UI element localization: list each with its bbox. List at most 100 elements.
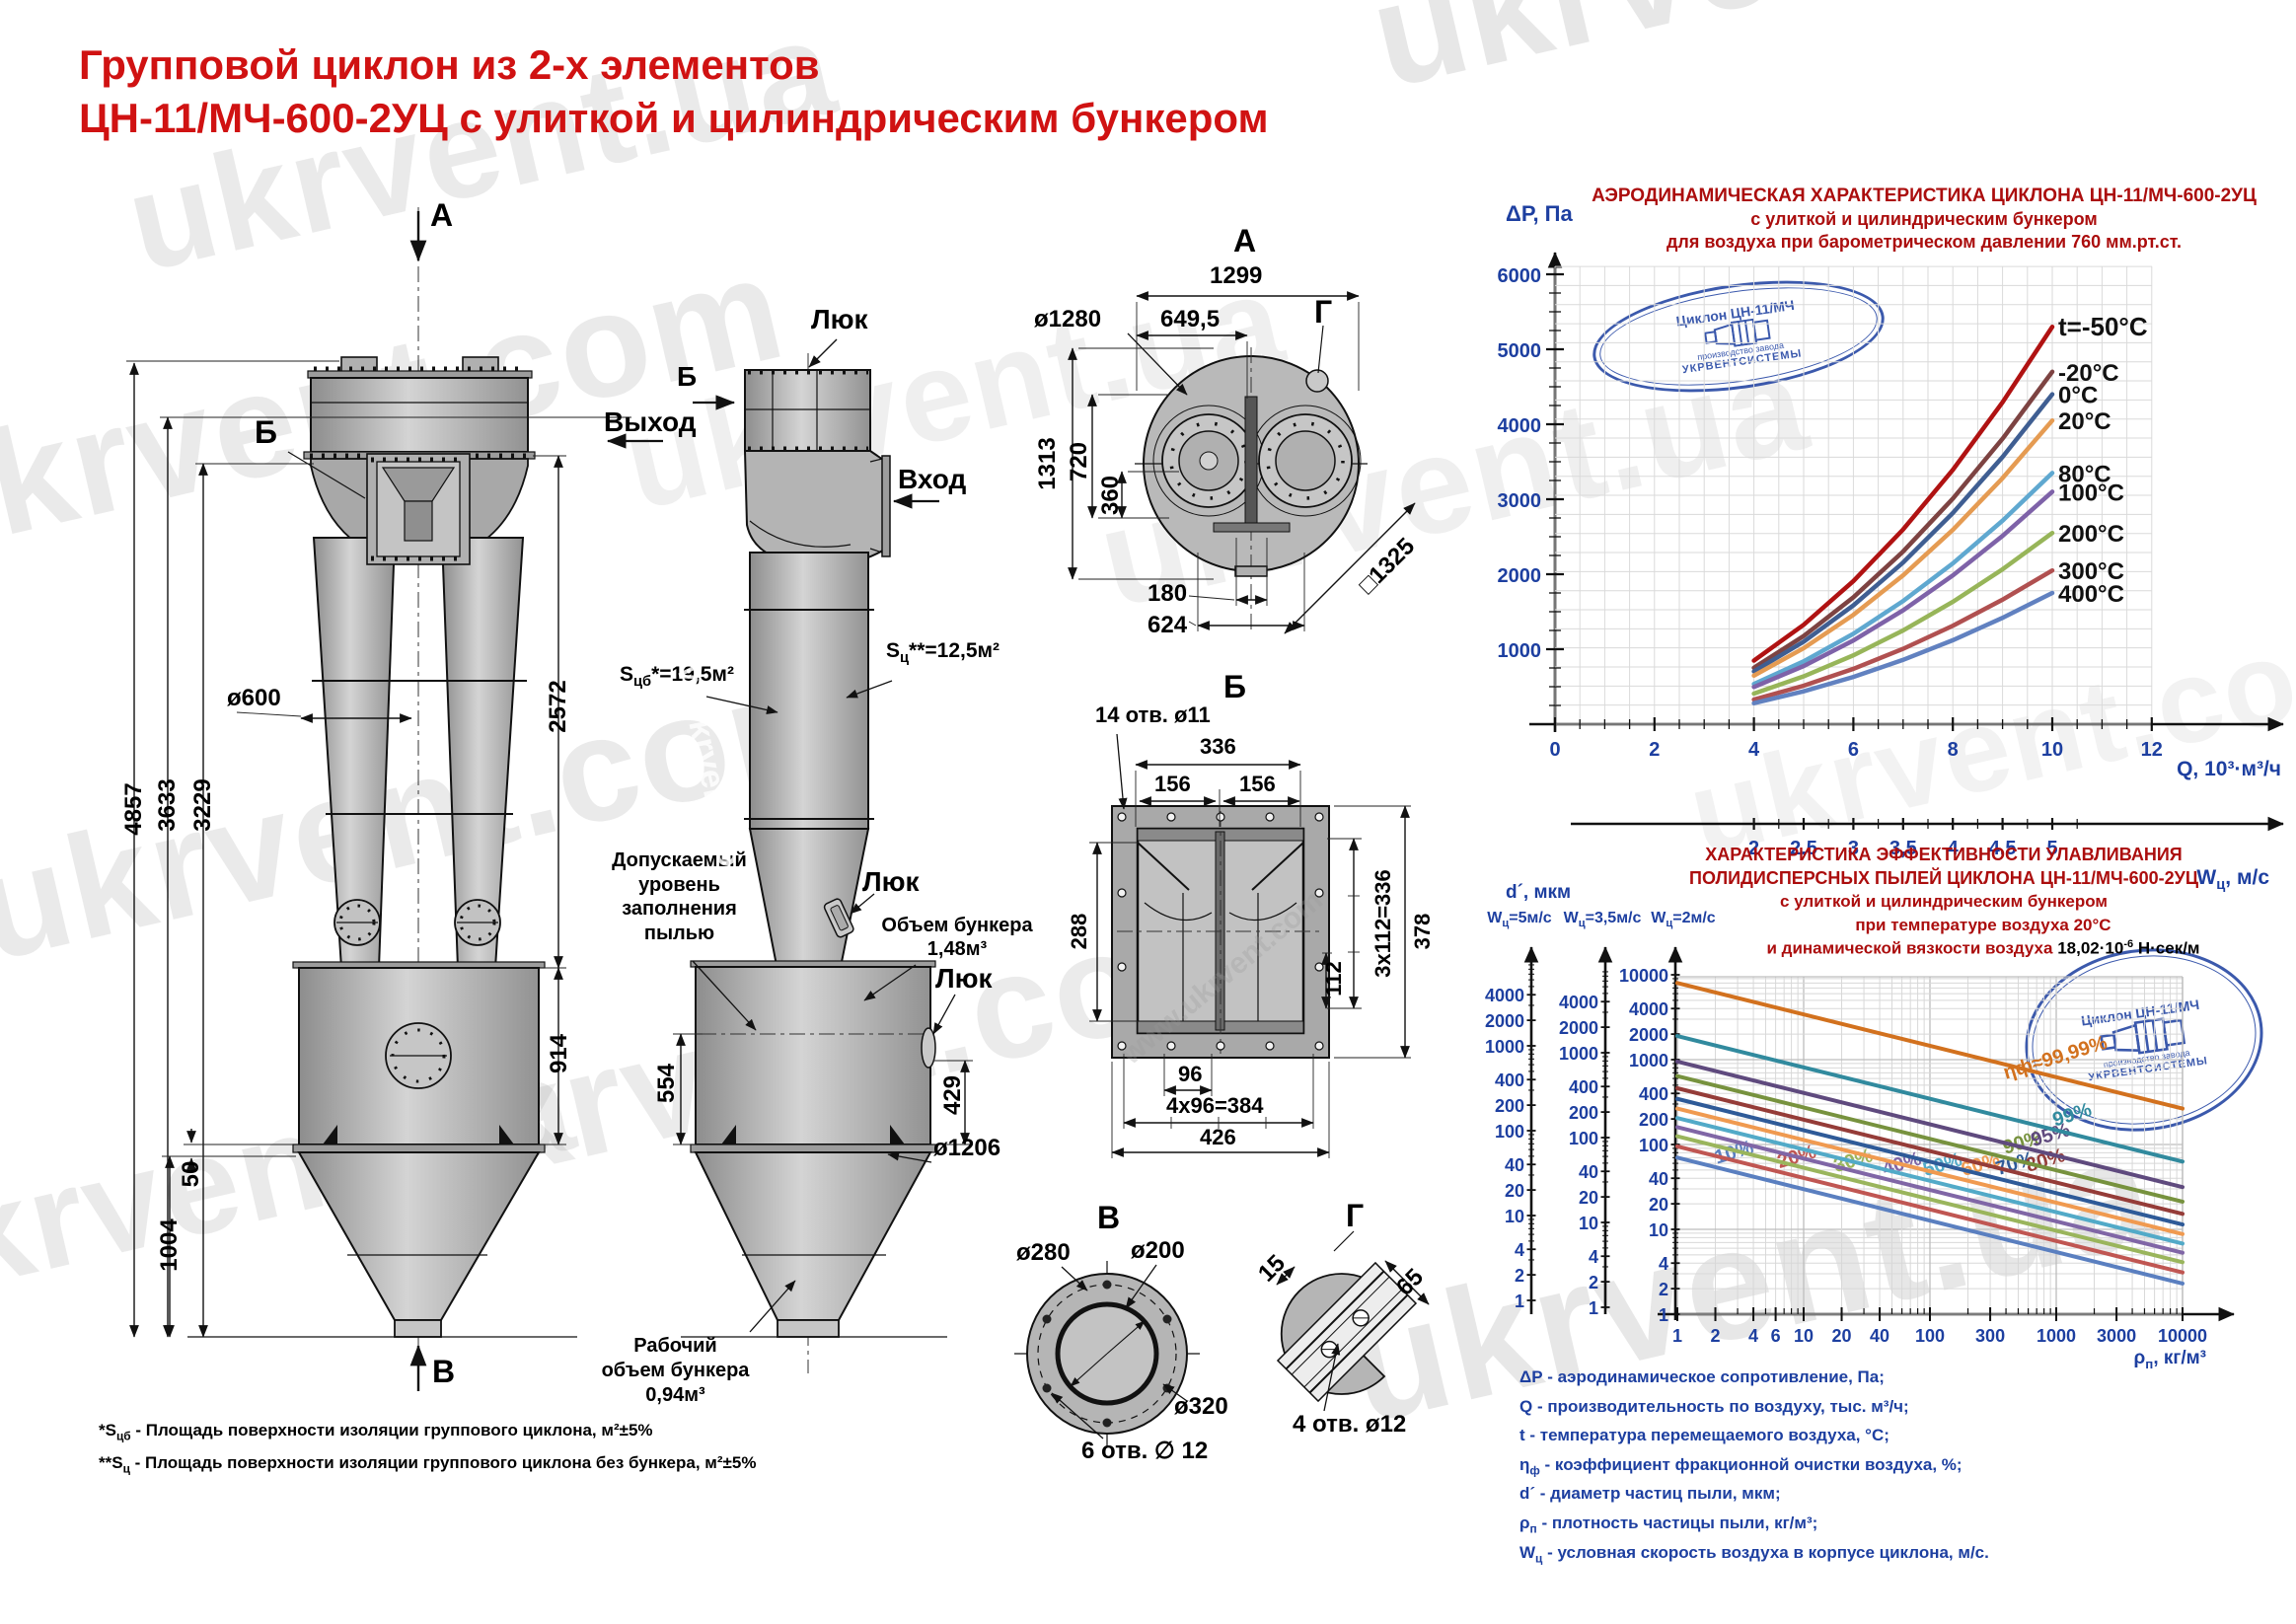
dim-4x96: 4x96=384: [1166, 1093, 1264, 1118]
chart2-line: [1675, 1155, 2185, 1286]
chart1-x2-tick: 4,5: [1989, 838, 2017, 859]
chart2-axis-value: 20: [1579, 1188, 1598, 1208]
chart2-title5: и динамической вязкости воздуха 18,02·10…: [1766, 938, 2200, 958]
chart2-axis-value: 4000: [1629, 999, 1668, 1019]
chart2-x-tick: 6: [1771, 1326, 1781, 1346]
definition-row: ρп - плотность частицы пыли, кг/м³;: [1519, 1513, 1818, 1536]
view-a-label: А: [1233, 223, 1257, 258]
chart2-axis-value: 2: [1589, 1273, 1598, 1292]
chart2-axis-value: 4000: [1559, 993, 1598, 1012]
chart1-y-label: ΔР, Па: [1506, 201, 1573, 226]
chart1-curve-label: 80°С: [2058, 461, 2111, 487]
chart1-y-tick: 4000: [1498, 415, 1542, 437]
chart2-axis-value: 10: [1579, 1214, 1598, 1233]
definition-row: ΔР - аэродинамическое сопротивление, Па;: [1519, 1367, 1885, 1386]
chart2-axis-value: 20: [1649, 1195, 1668, 1215]
chart2-line: [1675, 1073, 2185, 1204]
chart2-title4: при температуре воздуха 20°С: [1855, 916, 2111, 934]
chart2-axis-value: 1000: [1559, 1044, 1598, 1064]
dust-level-note: Допускаемый уровень заполнения пылью: [612, 849, 747, 944]
chart2-axis-value: 2: [1515, 1266, 1524, 1286]
chart1-title2: с улиткой и цилиндрическим бункером: [1750, 209, 2098, 229]
chart1-curve: [1751, 471, 2055, 687]
dim-554: 554: [653, 1063, 680, 1104]
chart2-lines: 10%20%30%40%50%60%70%80%90%95%99%ηф≈99,9…: [1675, 981, 2185, 1286]
chart2-axis-value: 10000: [1619, 966, 1668, 986]
chart2-axis-value: 40: [1505, 1155, 1524, 1175]
front-view: [126, 207, 631, 1391]
page-title-line1: Групповой циклон из 2-х элементов: [79, 41, 820, 88]
chart2-axis-value: 400: [1569, 1077, 1598, 1097]
dim-3229: 3229: [189, 778, 216, 832]
chart2-axis-value: 1: [1659, 1305, 1668, 1325]
chart1-curve-label: 400°С: [2058, 581, 2124, 608]
section-b: [1089, 733, 1411, 1158]
chart2-line: [1675, 1086, 2185, 1217]
chart2-axis-value: 400: [1639, 1084, 1668, 1104]
chart2-line: [1675, 1134, 2185, 1265]
chart2-axis-value: 4000: [1485, 986, 1524, 1005]
dim-649-5: 649,5: [1160, 306, 1221, 332]
view-g-holes: 4 отв. ø12: [1293, 1411, 1407, 1438]
view-v: [1014, 1261, 1200, 1446]
chart1-x2-label: Wц, м/с: [2196, 866, 2269, 894]
chart2-line: [1675, 981, 2185, 1111]
chart1-curve: [1751, 392, 2055, 674]
dim-378: 378: [1410, 913, 1435, 950]
chart2-axis-value: 200: [1639, 1110, 1668, 1130]
chart1-x2-tick: 5: [2046, 838, 2057, 859]
front-view-label-b: Б: [255, 414, 277, 450]
chart1-x-tick: 0: [1549, 739, 1560, 761]
dim-288: 288: [1067, 913, 1091, 950]
chart2-title2: ПОЛИДИСПЕРСНЫХ ПЫЛЕЙ ЦИКЛОНА ЦН-11/МЧ-60…: [1689, 868, 2198, 888]
dim-3633: 3633: [154, 778, 181, 832]
chart1-x2-tick: 2: [1748, 838, 1759, 859]
side-view-luk2: Люк: [862, 866, 920, 897]
chart2-x-tick: 10000: [2158, 1326, 2207, 1346]
dim-180: 180: [1148, 580, 1188, 607]
page-title-line2: ЦН-11/МЧ-600-2УЦ с улиткой и цилиндричес…: [79, 95, 1269, 141]
dim-d1206: ø1206: [933, 1135, 1001, 1161]
chart2-axis-value: 10: [1505, 1207, 1524, 1226]
chart2-axis-value: 2000: [1559, 1018, 1598, 1038]
dim-156a: 156: [1154, 772, 1191, 796]
view-g: [1276, 1230, 1430, 1412]
side-view-luk1: Люк: [811, 304, 868, 334]
dim-624: 624: [1148, 612, 1188, 638]
chart2-axis-value: 400: [1495, 1070, 1524, 1090]
chart2-axis-value: 200: [1495, 1096, 1524, 1116]
chart2-line: [1675, 1034, 2185, 1164]
side-view-label-b: Б: [677, 361, 698, 392]
dim-d320: ø320: [1174, 1393, 1228, 1420]
chart2-x-tick: 40: [1870, 1326, 1889, 1346]
chart2-title1: ХАРАКТЕРИСТИКА ЭФФЕКТИВНОСТИ УЛАВЛИВАНИЯ: [1705, 845, 2183, 864]
dim-d200: ø200: [1131, 1237, 1185, 1264]
chart2-line: [1675, 1096, 2185, 1227]
definitions-list: ΔР - аэродинамическое сопротивление, Па;…: [1519, 1366, 1989, 1570]
chart1-y-tick: 3000: [1498, 490, 1542, 512]
dim-914: 914: [546, 1033, 572, 1074]
chart2-x-tick: 1: [1672, 1326, 1682, 1346]
chart1-x2-tick: 4: [1948, 838, 1960, 859]
chart2-axis-value: 100: [1639, 1136, 1668, 1155]
chart1-x-tick: 4: [1748, 739, 1760, 761]
chart1-title3: для воздуха при барометрическом давлении…: [1666, 232, 2183, 252]
chart1-x-tick: 12: [2141, 739, 2163, 761]
chart1-curve-label: 300°С: [2058, 558, 2124, 585]
dim-112: 112: [1321, 961, 1346, 997]
bunker-volume-note: Объем бункера 1,48м³: [881, 915, 1033, 960]
chart2-axis-value: 4: [1589, 1247, 1598, 1267]
chart2-line: [1675, 1059, 2185, 1190]
chart2-x-tick: 3000: [2097, 1326, 2136, 1346]
section-b-holes: 14 отв. ø11: [1095, 702, 1211, 727]
dim-426: 426: [1200, 1125, 1236, 1149]
chart1-x2-tick: 2,5: [1790, 838, 1817, 859]
definition-row: ηф - коэффициент фракционной очистки воз…: [1519, 1454, 1963, 1478]
front-view-label-v: В: [432, 1354, 456, 1389]
chart1-y-tick: 1000: [1498, 640, 1542, 662]
